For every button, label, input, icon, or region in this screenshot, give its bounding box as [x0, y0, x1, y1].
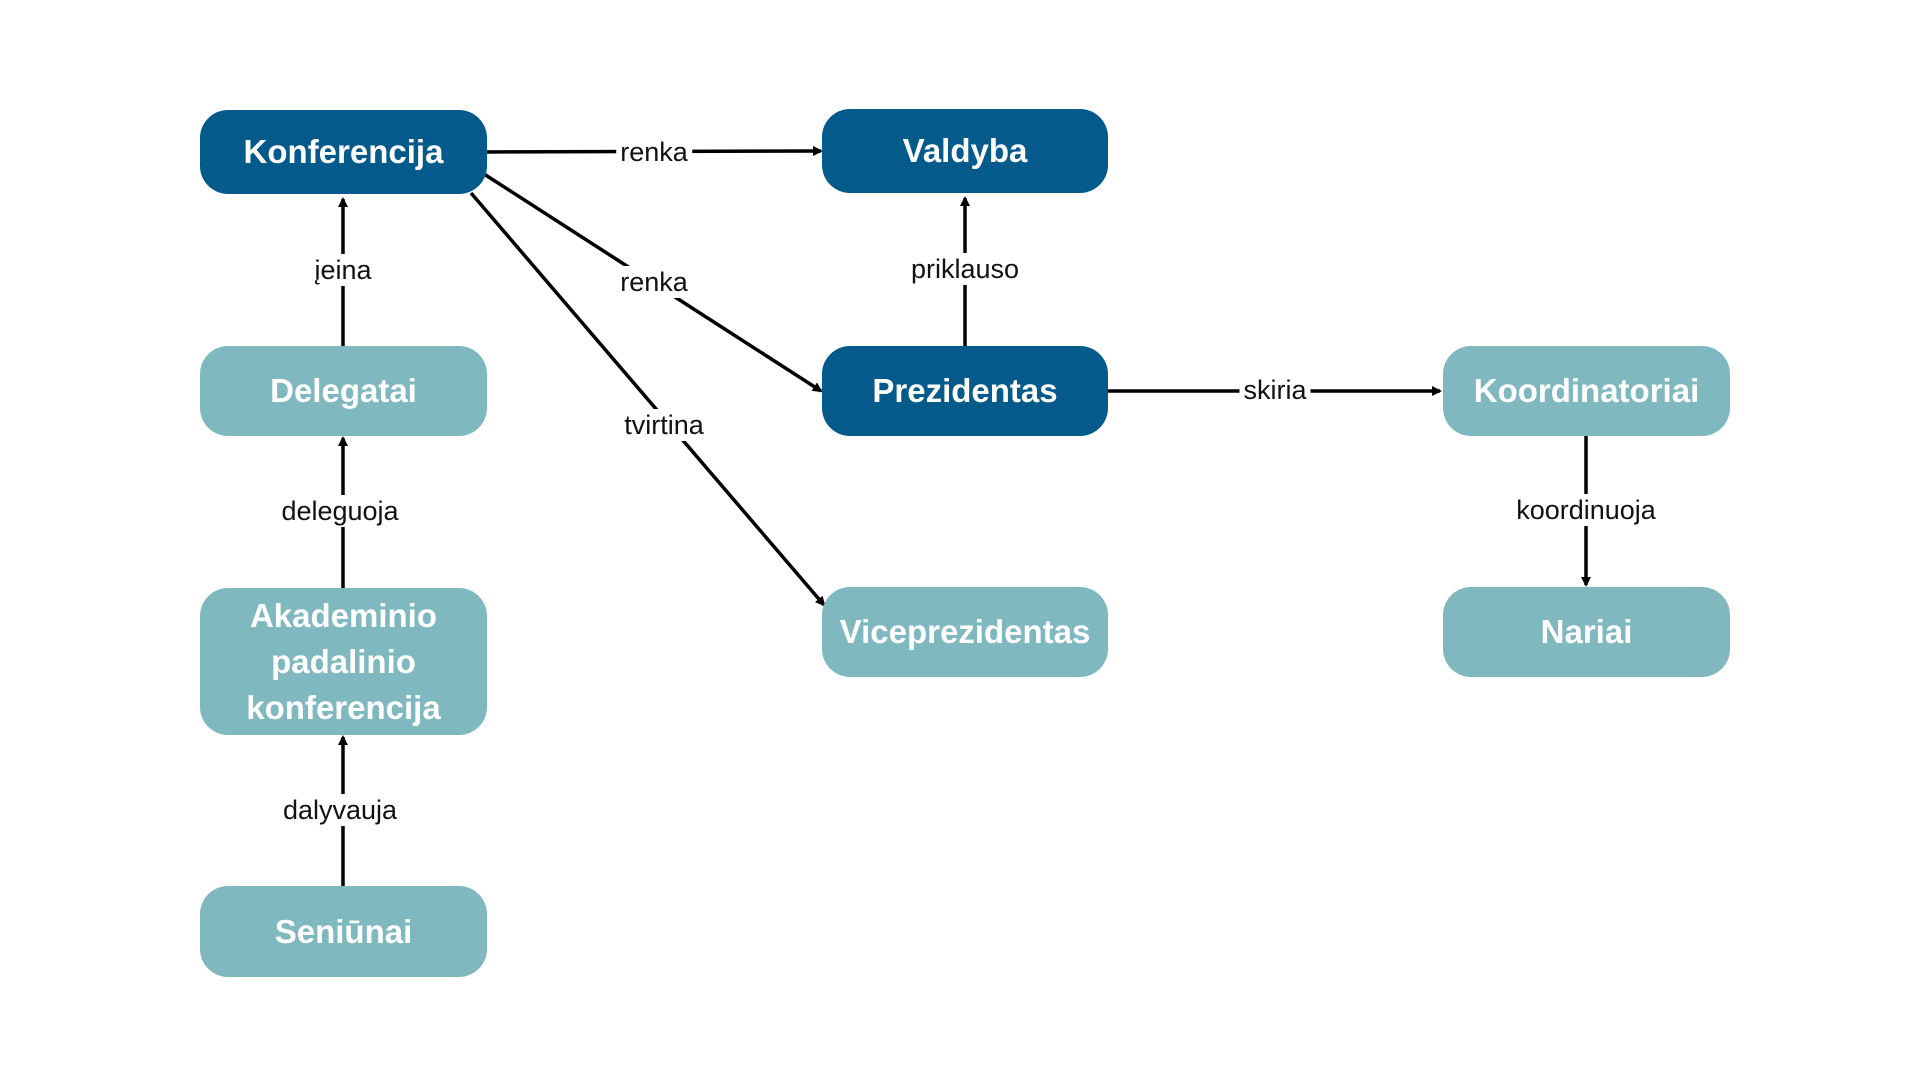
- edge-label-koordinatoriai-nariai: koordinuoja: [1512, 494, 1660, 526]
- edge-label-konf-valdyba: renka: [616, 136, 692, 168]
- node-koordinatoriai: Koordinatoriai: [1443, 346, 1730, 436]
- node-prezidentas: Prezidentas: [822, 346, 1108, 436]
- edge-label-delegatai-konf: įeina: [310, 254, 376, 286]
- edge-label-prezidentas-valdyba: priklauso: [906, 253, 1024, 285]
- node-seniunai: Seniūnai: [200, 886, 487, 977]
- node-valdyba: Valdyba: [822, 109, 1108, 193]
- edge-label-konf-prezidentas: renka: [616, 266, 692, 298]
- edge-label-prezidentas-koordinatoriai: skiria: [1239, 374, 1311, 406]
- node-konferencija: Konferencija: [200, 110, 487, 194]
- node-nariai: Nariai: [1443, 587, 1730, 677]
- node-delegatai: Delegatai: [200, 346, 487, 436]
- node-viceprezidentas: Viceprezidentas: [822, 587, 1108, 677]
- node-akademinio-padalinio-konferencija: Akademinio padalinio konferencija: [200, 588, 487, 735]
- edge-konferencija-viceprezidentas: [469, 191, 826, 607]
- edge-label-konf-viceprezidentas: tvirtina: [620, 409, 708, 441]
- edge-label-akademinio-delegatai: deleguoja: [277, 495, 403, 527]
- edge-label-seniunai-akademinio: dalyvauja: [278, 794, 402, 826]
